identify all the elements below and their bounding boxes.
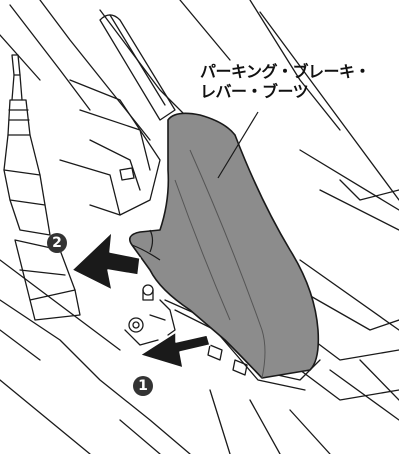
callout-leader-line — [217, 111, 259, 179]
lever-bracket — [14, 79, 161, 321]
shift-lever-rod — [3, 54, 51, 236]
mounting-bolts — [124, 284, 176, 346]
callout-label-parking-brake-boot: パーキング・ブレーキ・ レバー・ブーツ — [200, 62, 396, 102]
console-roller-part — [99, 14, 176, 121]
step-2-badge: 2 — [47, 233, 67, 253]
callout-line-1: パーキング・ブレーキ・ — [200, 62, 371, 81]
step-1-badge: 1 — [133, 376, 153, 396]
step-1-arrow — [139, 331, 211, 369]
parking-brake-lever-boot — [129, 112, 320, 379]
step-2-arrow — [71, 231, 141, 291]
callout-line-2: レバー・ブーツ — [200, 82, 309, 101]
